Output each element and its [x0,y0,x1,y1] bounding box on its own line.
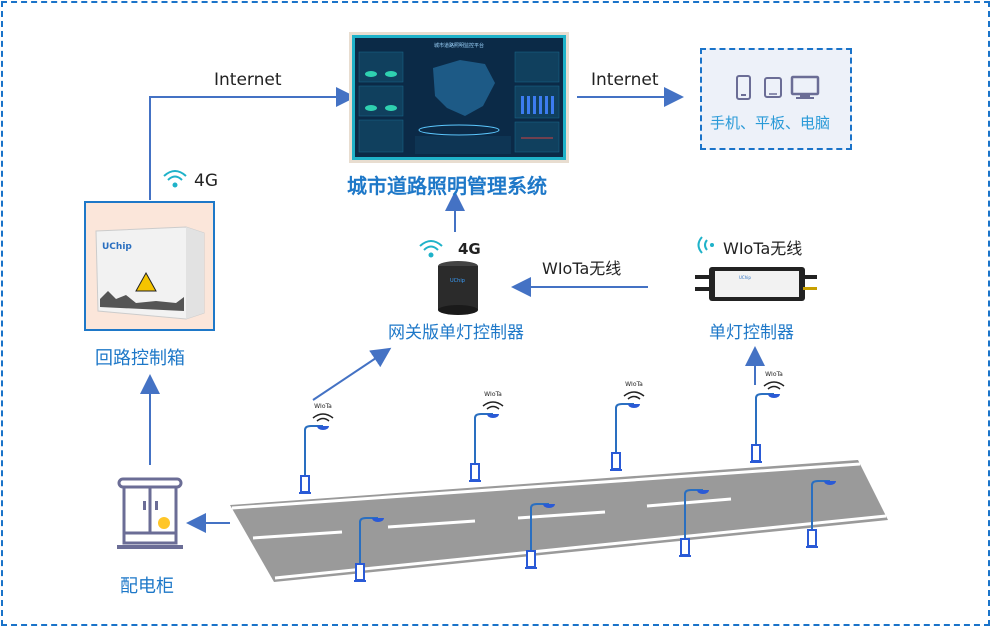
cabinet-image: UChip [95,226,205,320]
phone-icon [736,75,751,100]
gateway-controller-device: UChip [438,261,478,315]
tablet-icon [764,77,782,98]
terminals-box: 手机、平板、电脑 [700,48,852,150]
streetlight [806,480,836,548]
controller-signal-label: WIoTa无线 [723,239,803,258]
distribution-cabinet-label: 配电柜 [120,576,174,597]
controller-link-label: WIoTa无线 [542,259,622,278]
system-title: 城市道路照明管理系统 [347,174,547,198]
lane-marking [517,510,606,520]
gateway-signal-label: 4G [458,240,481,258]
desktop-icon [790,75,820,99]
wifi-icon [163,170,187,188]
terminals-label: 手机、平板、电脑 [710,114,831,132]
single-controller-device: UChip [695,267,817,301]
lane-marking [387,519,476,529]
loop-cabinet-label: 回路控制箱 [95,348,185,369]
distribution-cabinet-icon [117,477,183,549]
single-controller-label: 单灯控制器 [709,323,794,343]
svg-text:WIoTa: WIoTa [484,391,502,398]
cabinet-signal-label: 4G [194,171,218,191]
wifi-icon [419,240,443,258]
cabinet-brand: UChip [102,242,132,252]
streetlight: WIoTa [299,403,334,494]
radio-signal-icon [697,236,714,254]
road [230,460,888,582]
svg-text:UChip: UChip [739,275,751,280]
dashboard-title: 城市道路照明监控平台 [434,42,484,49]
lane-marking [646,497,732,508]
streetlight [679,489,709,557]
arrow-cabinet-to-system [149,87,356,200]
svg-text:UChip: UChip [450,278,465,284]
streetlight: WIoTa [610,381,645,471]
loop-control-cabinet: UChip [84,201,215,331]
link-label-internet-left: Internet [214,70,282,90]
lane-marking [252,530,343,540]
gateway-controller-label: 网关版单灯控制器 [388,323,524,343]
svg-text:WIoTa: WIoTa [314,403,332,410]
svg-text:WIoTa: WIoTa [765,371,783,378]
outer-dashed-frame [1,1,990,626]
link-label-internet-right: Internet [591,70,659,90]
device-icons [736,75,820,100]
streetlight: WIoTa [469,391,504,482]
dashboard-thumbnail: 城市道路照明监控平台 [355,38,563,157]
streetlight [525,503,555,569]
streetlight: WIoTa [750,371,785,463]
svg-text:WIoTa: WIoTa [625,381,643,388]
arrow-light-to-gateway [312,347,392,401]
management-system-screen: 城市道路照明监控平台 [352,35,566,160]
streetlight [354,517,384,582]
